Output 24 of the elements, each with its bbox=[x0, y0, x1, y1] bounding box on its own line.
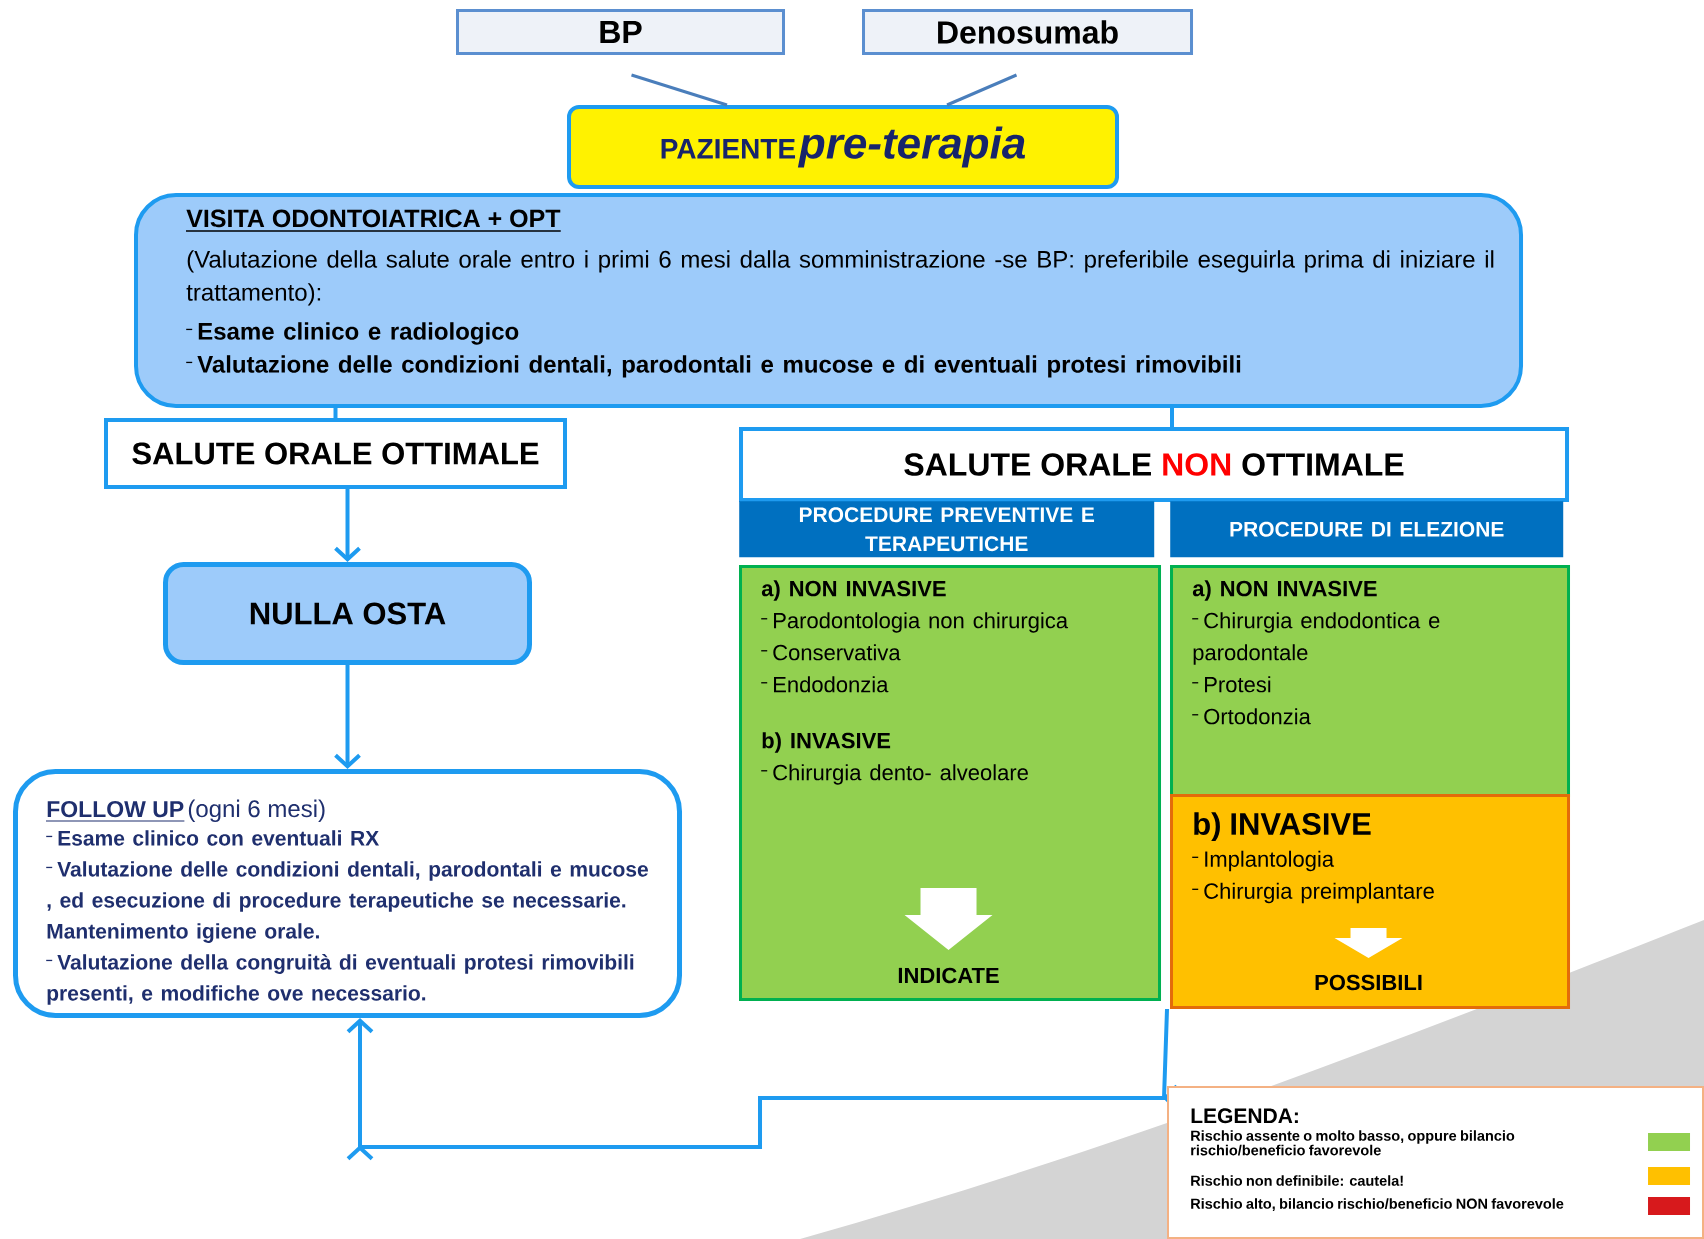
connector-line bbox=[1170, 408, 1174, 427]
arrow bbox=[346, 1008, 1179, 1161]
patient-box: PAZIENTEpre-terapia bbox=[567, 105, 1119, 189]
outcome-box: SALUTE ORALE OTTIMALE bbox=[104, 418, 567, 489]
legend-title: LEGENDA: bbox=[1191, 1108, 1298, 1124]
connector-line bbox=[333, 408, 338, 418]
column-header: PROCEDURE DI ELEZIONE bbox=[1170, 501, 1564, 558]
connector-line bbox=[631, 73, 728, 107]
legend-entry: Rischio non definibile: cautela! bbox=[1191, 1175, 1403, 1186]
outcome-box: SALUTE ORALE NON OTTIMALE bbox=[739, 427, 1569, 502]
connector-line bbox=[946, 73, 1018, 107]
procedure-box: a) NON INVASIVE Parodontologia non chirurgica Conservativa Endodonzia b) INVASIVE Chirurgia dento- alveolare INDICATE bbox=[739, 565, 1161, 1001]
legend-entry: Rischio assente o molto basso, oppure bilancio rischio/beneficio favorevole bbox=[1191, 1130, 1515, 1156]
procedure-box: a) NON INVASIVE Chirurgia endodontica e parodontale Protesi Ortodonzia bbox=[1170, 565, 1570, 797]
drug-box: Denosumab bbox=[862, 9, 1193, 55]
visit-box: VISITA ODONTOIATRICA + OPT (Valutazione della salute orale entro i primi 6 mesi dalla somministrazione -se BP: preferibile eseguirla prima di iniziare il trattamento): Esame clinico e radiologico Valutazione delle condizioni dentali, parodontali e mucose e di eventuali protesi rimovibili bbox=[134, 193, 1523, 408]
clearance-box: NULLA OSTA bbox=[163, 562, 532, 665]
drug-box: BP bbox=[456, 9, 785, 55]
legend-entry: Rischio alto, bilancio rischio/beneficio NON favorevole bbox=[1191, 1198, 1564, 1211]
procedure-box: b) INVASIVE Implantologia Chirurgia preimplantare POSSIBILI bbox=[1170, 794, 1570, 1009]
arrow bbox=[334, 489, 361, 562]
follow-up-box: FOLLOW UP (ogni 6 mesi) Esame clinico con eventuali RX Valutazione delle condizioni dentali, parodontali e mucose , ed esecuzione di procedure terapeutiche se necessarie. Mantenimento igiene orale. Valutazione della congruità di eventuali protesi rimovibili presenti, e modifiche ove necessario. bbox=[13, 769, 682, 1018]
column-header: PROCEDURE PREVENTIVE E TERAPEUTICHE bbox=[739, 501, 1155, 558]
arrow bbox=[334, 665, 361, 769]
